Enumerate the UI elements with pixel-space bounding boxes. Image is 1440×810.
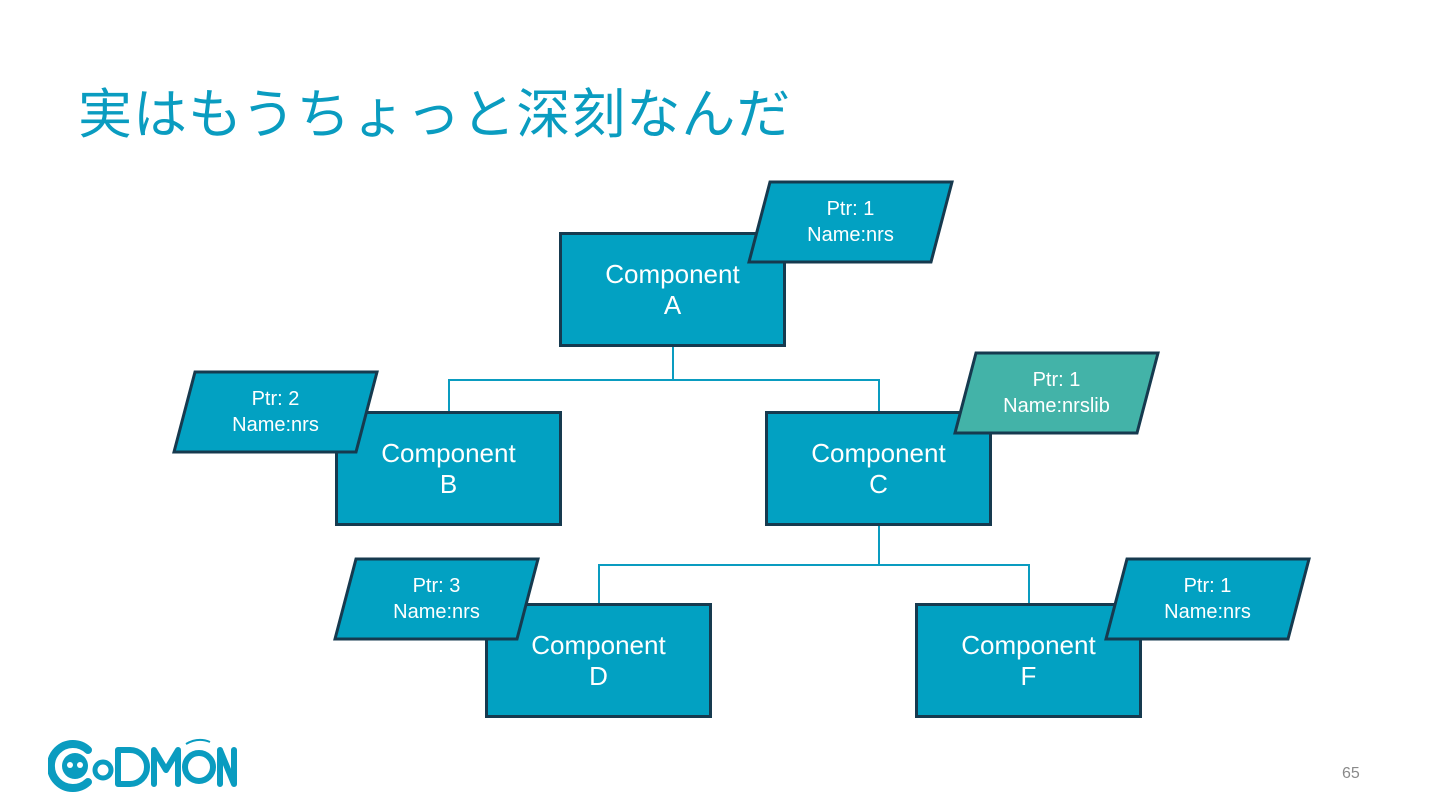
tag-a-ptr: Ptr: 1 xyxy=(826,198,875,220)
component-c-box: Component C xyxy=(765,411,992,526)
component-b-label-line2: B xyxy=(439,468,458,499)
tag-f-shape xyxy=(1104,557,1311,641)
component-a-label-line1: Component xyxy=(605,258,740,289)
connector-a-to-b-c xyxy=(448,346,674,412)
tag-f: Ptr: 1 Name:nrs xyxy=(1104,557,1311,641)
codmon-logo xyxy=(46,736,238,792)
component-d-label-line1: Component xyxy=(531,629,666,660)
component-f-box: Component F xyxy=(915,603,1142,718)
tag-a: Ptr: 1 Name:nrs xyxy=(747,180,954,264)
connector-c-to-f xyxy=(879,564,1030,604)
component-f-label-line1: Component xyxy=(961,629,1096,660)
component-c-label-line1: Component xyxy=(811,437,946,468)
page-number: 65 xyxy=(1342,765,1360,782)
tag-c-name: Name:nrslib xyxy=(1003,395,1110,417)
component-d-label-line2: D xyxy=(589,660,608,691)
connector-c-to-d xyxy=(598,526,880,604)
connector-a-to-c xyxy=(673,379,880,412)
component-b-label-line1: Component xyxy=(381,437,516,468)
component-a-box: Component A xyxy=(559,232,786,347)
tag-a-shape xyxy=(747,180,954,264)
tag-d: Ptr: 3 Name:nrs xyxy=(333,557,540,641)
tag-b-ptr: Ptr: 2 xyxy=(251,388,300,410)
tag-a-name: Name:nrs xyxy=(807,224,894,246)
component-a-label-line2: A xyxy=(663,289,682,320)
component-b-box: Component B xyxy=(335,411,562,526)
component-f-label-line2: F xyxy=(1020,660,1037,691)
tag-d-shape xyxy=(333,557,540,641)
tag-c-shape xyxy=(953,351,1160,435)
tag-b-name: Name:nrs xyxy=(232,414,319,436)
tag-b: Ptr: 2 Name:nrs xyxy=(172,370,379,454)
component-d-box: Component D xyxy=(485,603,712,718)
codmon-face-icon xyxy=(46,738,237,792)
tag-b-shape xyxy=(172,370,379,454)
tag-f-name: Name:nrs xyxy=(1164,601,1251,623)
tag-d-name: Name:nrs xyxy=(393,601,480,623)
component-c-label-line2: C xyxy=(869,468,888,499)
tag-f-ptr: Ptr: 1 xyxy=(1183,575,1232,597)
tag-c-ptr: Ptr: 1 xyxy=(1032,369,1081,391)
tag-c: Ptr: 1 Name:nrslib xyxy=(953,351,1160,435)
slide-title: 実はもうちょっと深刻なんだ xyxy=(78,83,792,146)
tag-d-ptr: Ptr: 3 xyxy=(412,575,461,597)
